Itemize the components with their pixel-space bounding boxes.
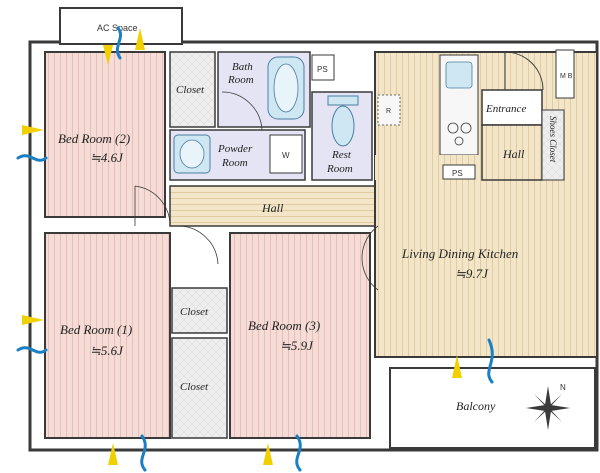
closet-mid-label: Closet: [180, 306, 209, 318]
entrance-floor: [481, 89, 543, 126]
door-bedroom1: [177, 225, 219, 265]
washer-label: W: [282, 151, 290, 160]
rest-room-label-1: Rest: [331, 149, 352, 161]
light-arrow-ac: [135, 28, 145, 50]
north-compass: [526, 386, 570, 430]
wind-arrow-bedroom1: [16, 346, 48, 354]
light-arrow-ldk: [452, 355, 462, 378]
bedroom1-name: Bed Room (1): [60, 322, 132, 337]
mb-box: [555, 49, 575, 99]
toilet-bowl: [331, 105, 355, 147]
ps-top-box: [311, 54, 335, 81]
bedroom-1-floor: [44, 232, 171, 439]
light-arrow-bedroom1-bottom: [108, 443, 118, 465]
ps-top-label: PS: [317, 65, 328, 74]
closet-mid-box: [171, 287, 228, 334]
bedroom3-size: ≒5.9J: [280, 338, 314, 353]
door-bedroom2: [134, 185, 171, 226]
closet-low-label: Closet: [180, 381, 209, 393]
mb-label: M B: [560, 73, 573, 80]
refrigerator-label: R: [386, 108, 391, 115]
bedroom1-size: ≒5.6J: [90, 343, 124, 358]
ps-kitchen-box: [442, 164, 476, 180]
kitchen-sink: [445, 61, 473, 89]
shoes-closet-box: [541, 109, 565, 181]
small-hall-floor: [481, 124, 543, 181]
bedroom2-size: ≒4.6J: [90, 150, 124, 165]
bath-room-label-1: Bath: [232, 61, 253, 73]
light-arrow-bedroom3-bottom: [263, 443, 273, 465]
ldk-name: Living Dining Kitchen: [401, 246, 518, 261]
powder-room-label-2: Room: [221, 157, 248, 169]
wind-arrow-bedroom3-bottom: [295, 434, 302, 472]
washer-box: [269, 134, 303, 174]
entrance-door: [504, 51, 544, 91]
stove-burner-2: [460, 122, 472, 134]
wind-arrow-bedroom2: [16, 154, 48, 162]
door-ldk: [361, 225, 379, 291]
sink-basin: [179, 139, 205, 169]
toilet-tank: [327, 95, 359, 106]
bedroom3-name: Bed Room (3): [248, 318, 320, 333]
door-bath: [221, 91, 263, 131]
bedroom-2-floor: [44, 51, 166, 218]
bedroom2-name: Bed Room (2): [58, 131, 130, 146]
shoes-closet-label: Shoes Closet: [548, 116, 558, 163]
ldk-size: ≒9.7J: [455, 266, 489, 281]
stove-burner-3: [454, 136, 464, 146]
closet-top-label: Closet: [176, 84, 205, 96]
rest-room-label-2: Room: [326, 163, 353, 175]
small-hall-label: Hall: [502, 147, 525, 161]
stove-burner-1: [447, 122, 459, 134]
light-arrow-bedroom2-top: [103, 45, 113, 65]
bedroom-3-floor: [229, 232, 371, 439]
north-label: N: [560, 383, 566, 392]
light-arrow-bedroom2: [22, 125, 44, 135]
hall-main-label: Hall: [261, 201, 284, 215]
powder-room-label-1: Powder: [217, 143, 253, 155]
closet-top: [169, 51, 216, 128]
light-arrow-bedroom1: [22, 315, 44, 325]
balcony-label: Balcony: [456, 399, 496, 413]
wind-arrow-bedroom1-bottom: [140, 434, 147, 472]
refrigerator-box: [377, 94, 401, 126]
wind-arrow-ac: [115, 26, 123, 60]
bathtub-inner: [273, 63, 299, 113]
entrance-label: Entrance: [485, 103, 526, 115]
wind-arrow-ldk: [487, 338, 494, 384]
bath-room-label-2: Room: [227, 74, 254, 86]
ps-kitchen-label: PS: [452, 169, 463, 178]
closet-low-box: [171, 337, 228, 439]
